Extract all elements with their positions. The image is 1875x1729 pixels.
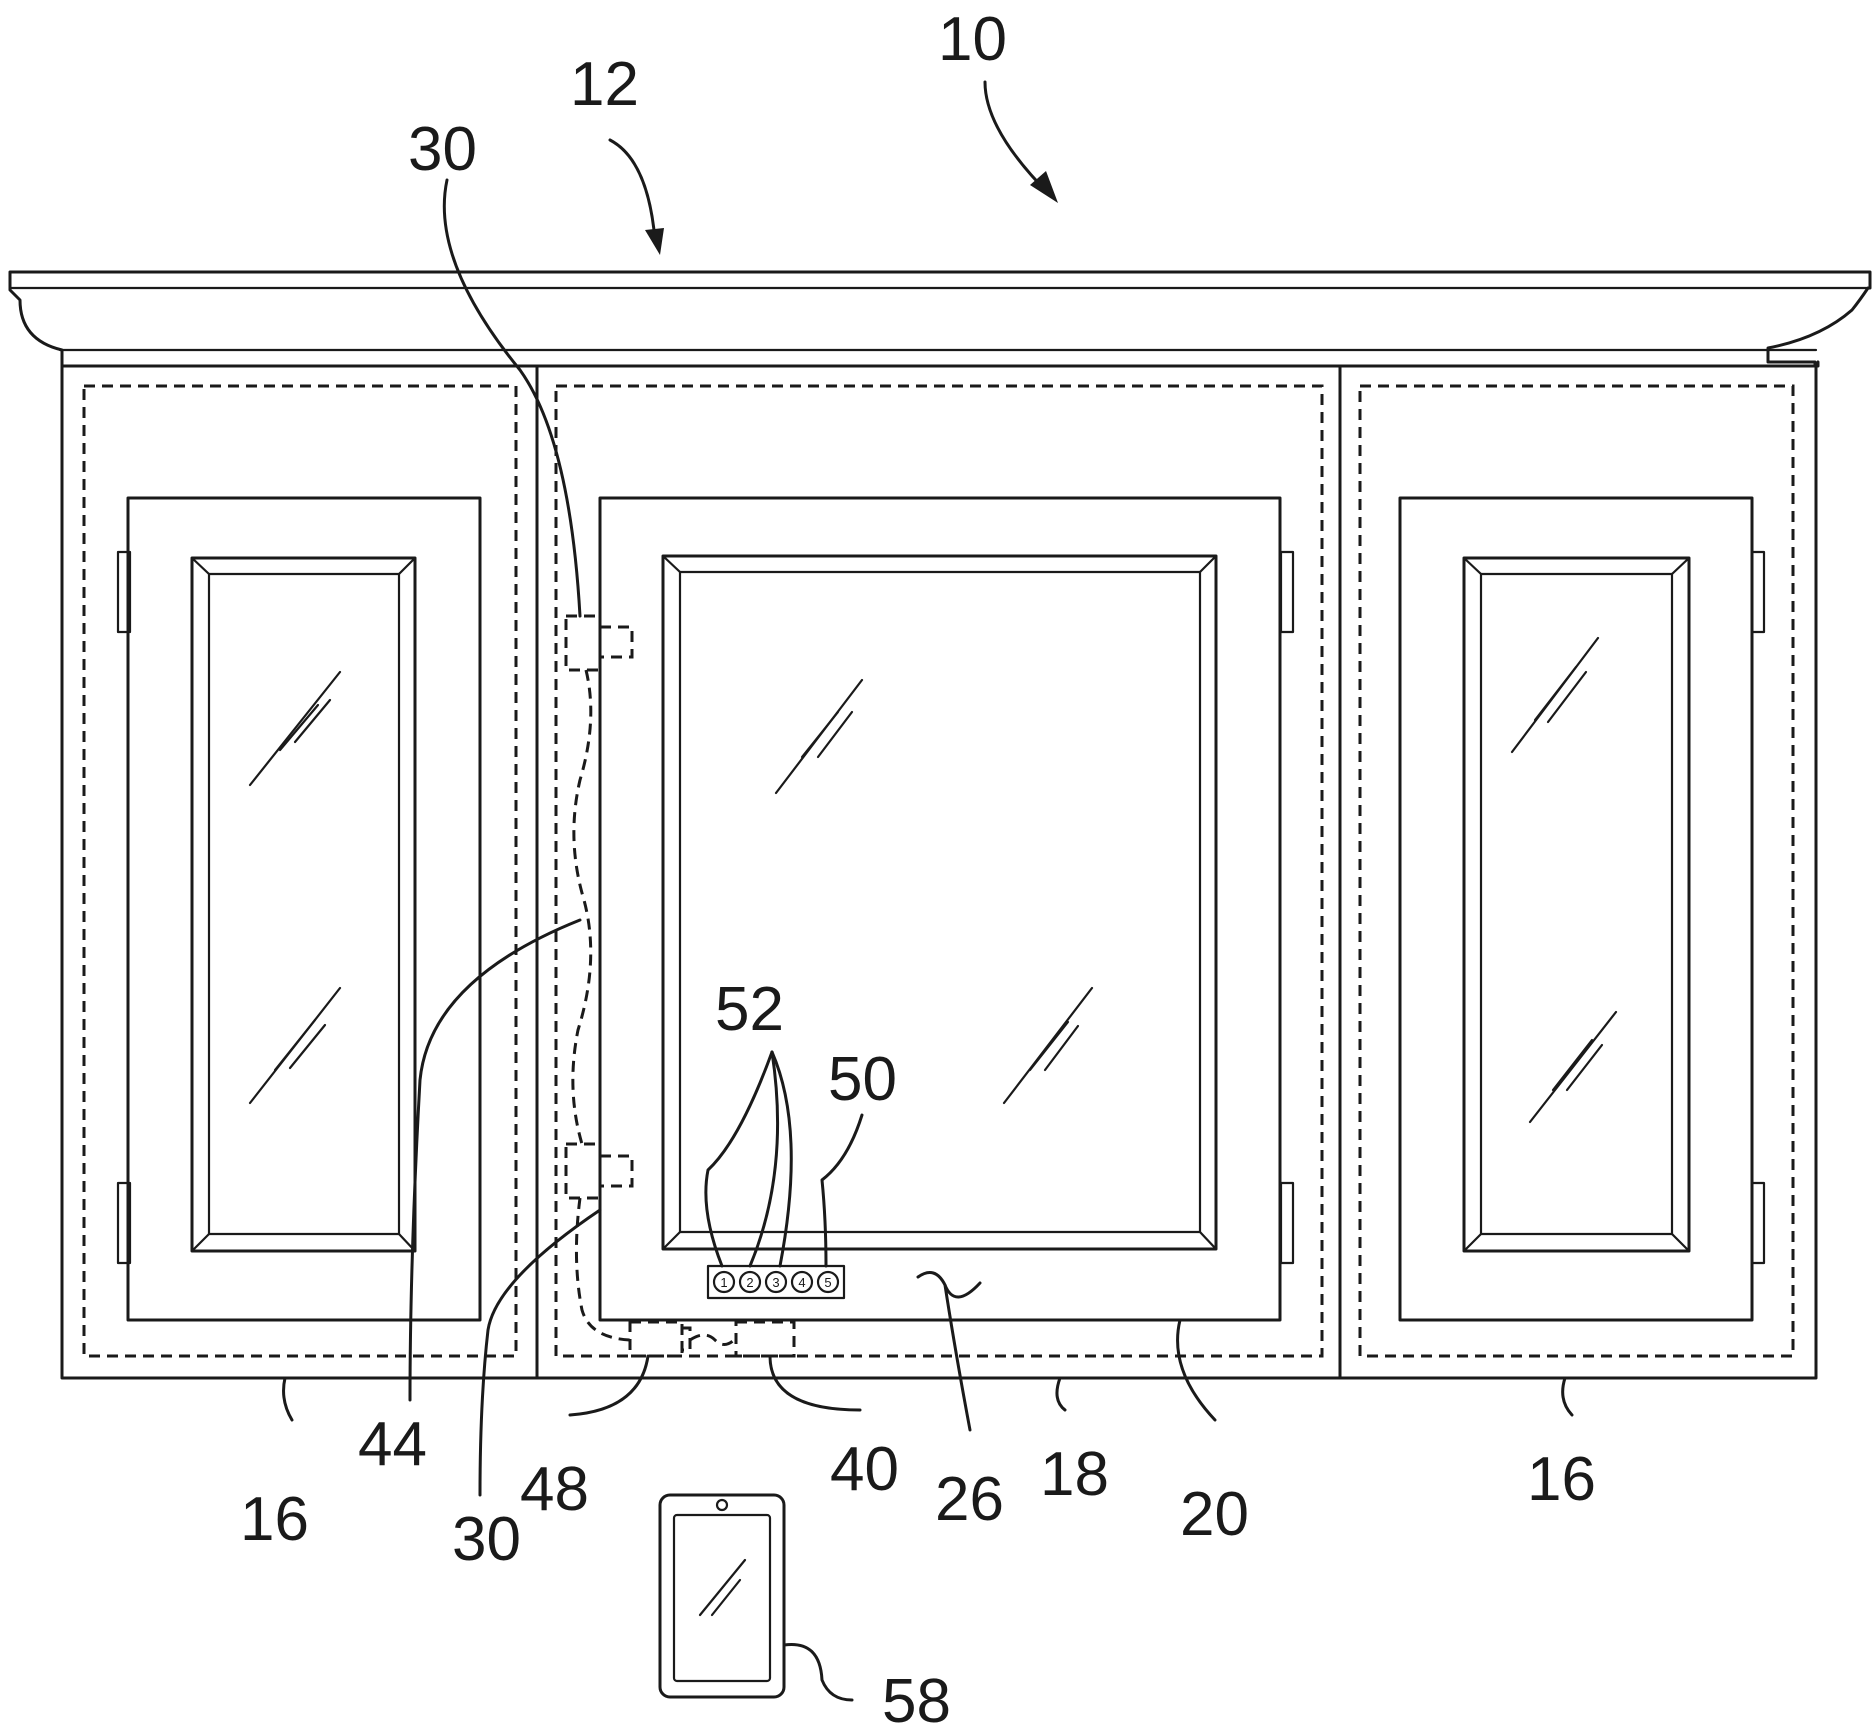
label-40: 40	[830, 1435, 899, 1504]
cabinet-body	[62, 366, 1816, 1378]
reference-labels: 10 12 30 16 44 30 48 40 26 18 20 16 52 5…	[240, 5, 1596, 1729]
control-button-label: 5	[824, 1275, 831, 1290]
label-16-left: 16	[240, 1485, 309, 1554]
glass-reflection-icon	[776, 680, 1092, 1103]
label-48: 48	[520, 1455, 589, 1524]
label-44: 44	[358, 1410, 427, 1479]
control-button-label: 4	[798, 1275, 805, 1290]
label-12: 12	[570, 50, 639, 119]
label-20: 20	[1180, 1480, 1249, 1549]
label-16-right: 16	[1527, 1445, 1596, 1514]
hinge-icon	[1281, 552, 1293, 1263]
wiring-harness	[573, 670, 591, 1144]
label-50: 50	[828, 1045, 897, 1114]
glass-reflection-icon	[1512, 638, 1616, 1122]
glass-reflection-icon	[250, 672, 340, 1103]
label-30-top: 30	[408, 115, 477, 184]
remote-device	[660, 1495, 784, 1697]
screen-reflection-icon	[700, 1560, 745, 1615]
right-side-door	[1360, 386, 1793, 1356]
leader-lines	[284, 82, 1572, 1700]
control-button-label: 2	[746, 1275, 753, 1290]
controller-module	[736, 1322, 794, 1356]
label-52: 52	[715, 975, 784, 1044]
crown-molding	[10, 272, 1870, 366]
label-10: 10	[938, 5, 1007, 74]
camera-icon	[717, 1500, 727, 1510]
label-26: 26	[935, 1465, 1004, 1534]
hinge-sensor-top	[566, 616, 632, 670]
label-58: 58	[882, 1667, 951, 1729]
receiver-module	[630, 1322, 690, 1356]
label-30-bottom: 30	[452, 1505, 521, 1574]
hinge-sensor-bottom	[566, 1144, 632, 1198]
control-button-label: 3	[772, 1275, 779, 1290]
connection-wire	[690, 1335, 736, 1345]
control-panel: 1 2 3 4 5	[708, 1266, 844, 1298]
label-18: 18	[1040, 1440, 1109, 1509]
center-door: 1 2 3 4 5	[556, 386, 1322, 1356]
control-button-label: 1	[720, 1275, 727, 1290]
left-side-door	[84, 386, 516, 1356]
hinge-icon	[1752, 552, 1764, 1263]
